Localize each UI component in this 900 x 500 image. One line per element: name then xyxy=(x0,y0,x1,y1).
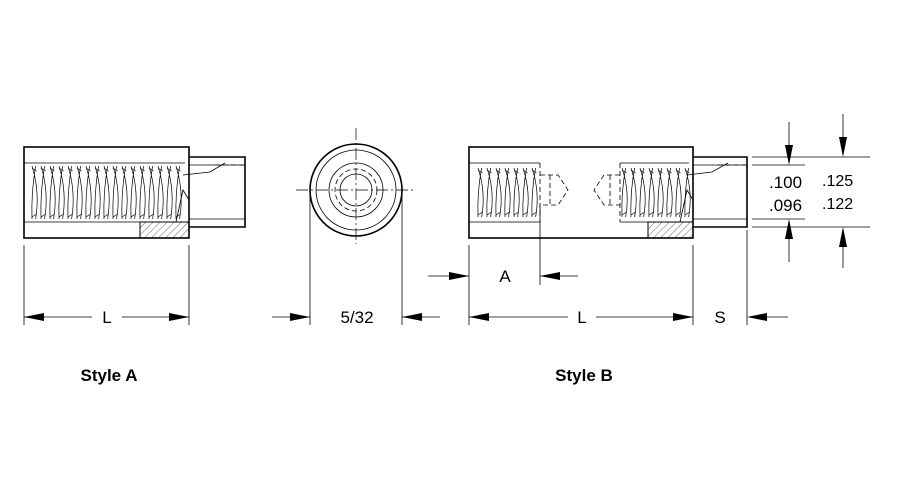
hole-dia-max-label: .125 xyxy=(822,173,853,190)
style-a-view: L Style A xyxy=(23,146,246,385)
style-a-stud xyxy=(189,156,246,228)
style-b-depth-label: A xyxy=(499,267,511,286)
stud-length-label: S xyxy=(714,308,725,327)
style-a-internal-thread xyxy=(24,162,185,223)
stud-dia-max-label: .100 xyxy=(769,173,802,192)
hole-dia-min-label: .122 xyxy=(822,196,853,213)
style-b-view: A L S .100 .096 .125 .122 Style B xyxy=(428,114,870,385)
diameter-label: 5/32 xyxy=(340,308,373,327)
style-b-stud xyxy=(693,156,748,228)
style-b-body xyxy=(468,146,694,239)
style-b-right-thread xyxy=(593,162,691,223)
style-a-length-label: L xyxy=(102,308,111,327)
style-b-caption: Style B xyxy=(555,366,613,385)
style-b-length-label: L xyxy=(577,308,586,327)
style-a-caption: Style A xyxy=(80,366,137,385)
style-b-left-thread xyxy=(469,162,569,223)
stud-dia-min-label: .096 xyxy=(769,196,802,215)
style-a-body xyxy=(23,146,190,239)
end-view: 5/32 xyxy=(272,128,440,327)
